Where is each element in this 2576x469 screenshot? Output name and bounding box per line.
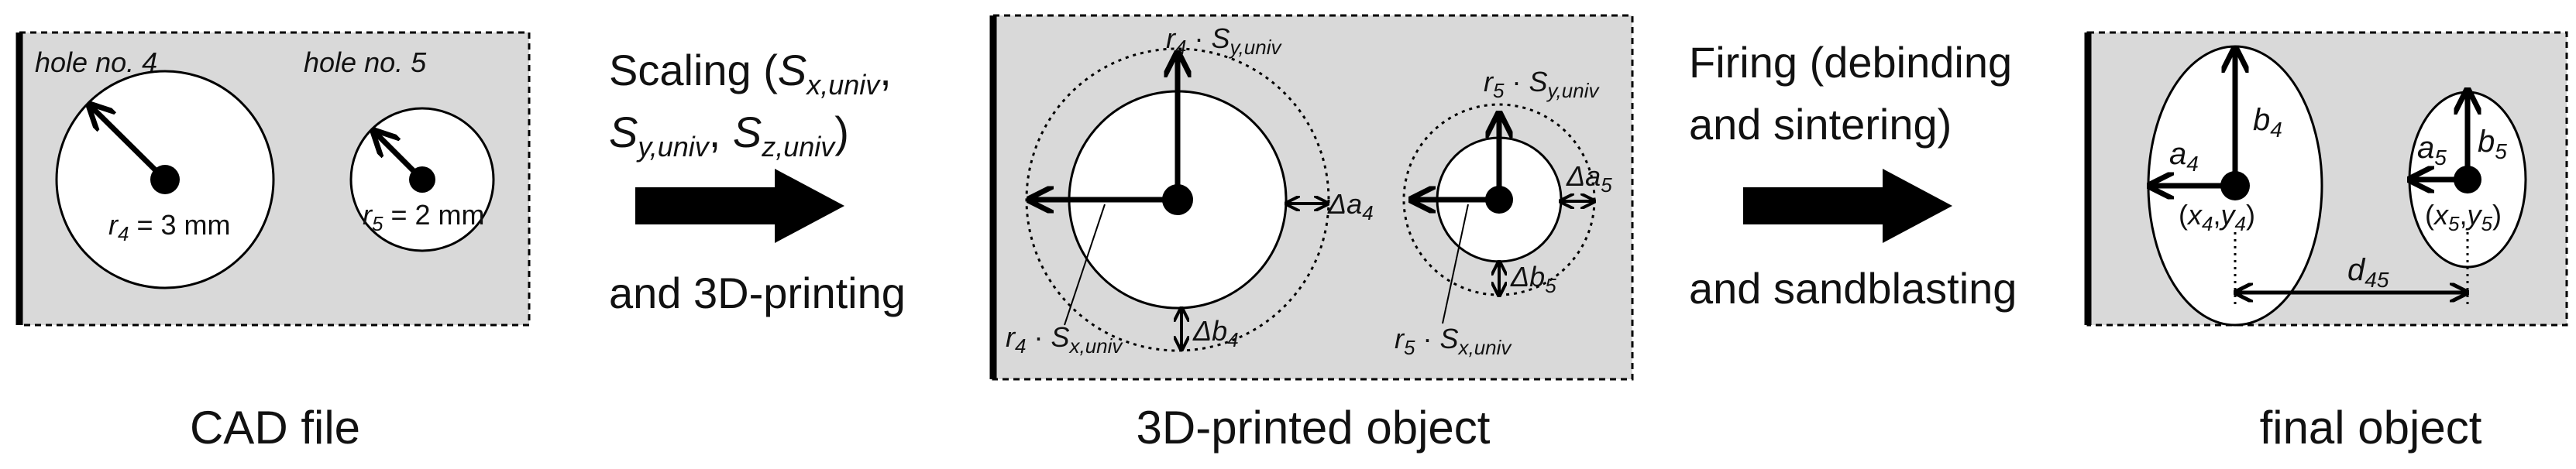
printed-r5x-leader: [1442, 204, 1469, 324]
printed-r4x-label: r4 · Sx,univ: [1006, 321, 1123, 358]
scaling-arrow: [635, 169, 844, 243]
cad-r4-label: r4 = 3 mm: [108, 209, 231, 245]
final-b4-label: b4: [2253, 103, 2282, 142]
firing-arrow: [1743, 169, 1952, 243]
final-center4-label: (x4,y4): [2179, 199, 2255, 235]
step-scaling: Scaling (Sx,univ, Sy,univ, Sz,univ) and …: [609, 46, 906, 317]
final-a4-label: a4: [2169, 137, 2199, 176]
caption-cad-file: CAD file: [190, 402, 360, 454]
cad-r5-arrow: [376, 133, 425, 182]
final-b5-label: b5: [2478, 125, 2507, 163]
printed-r5y-label: r5 · Sy,univ: [1484, 66, 1600, 102]
scaling-line1: Scaling (Sx,univ,: [609, 46, 892, 101]
panel-cad-file: hole no. 4 hole no. 5 r4 = 3 mm r5 = 2 m…: [15, 31, 531, 454]
printed-delta-b5-label: Δb5: [1510, 261, 1556, 297]
final-a5-label: a5: [2417, 131, 2447, 169]
hole5-label: hole no. 5: [304, 46, 427, 78]
printed-delta-a5-label: Δa5: [1566, 160, 1612, 197]
panel-final-object: b4 a4 (x4,y4) b5 a5 (x5,y5) d45 final ob…: [2084, 31, 2568, 454]
printed-delta-b4-label: Δb4: [1192, 315, 1239, 351]
final-center5-label: (x5,y5): [2425, 199, 2502, 235]
printed-delta-a4-label: Δa4: [1327, 188, 1374, 224]
panel-3d-printed: r4 · Sy,univ r4 · Sx,univ Δa4 Δb4 r5 · S…: [989, 14, 1634, 454]
firing-line2: and sintering): [1689, 100, 1952, 149]
caption-3d-printed-object: 3D-printed object: [1137, 402, 1491, 454]
hole4-label: hole no. 4: [35, 46, 157, 78]
scaling-line3: and 3D-printing: [609, 269, 906, 317]
printed-r4y-label: r4 · Sy,univ: [1166, 22, 1282, 59]
cad-r4-arrow: [91, 107, 167, 182]
scaling-line2: Sy,univ, Sz,univ): [609, 108, 849, 163]
caption-final-object: final object: [2260, 402, 2482, 454]
firing-line3: and sandblasting: [1689, 264, 2017, 313]
cad-r5-label: r5 = 2 mm: [363, 199, 485, 235]
step-firing: Firing (debinding and sintering) and san…: [1689, 38, 2017, 313]
final-d45-label: d45: [2347, 253, 2389, 292]
printed-r4x-leader: [1064, 204, 1106, 326]
printed-r5x-label: r5 · Sx,univ: [1395, 323, 1512, 359]
firing-line1: Firing (debinding: [1689, 38, 2012, 87]
